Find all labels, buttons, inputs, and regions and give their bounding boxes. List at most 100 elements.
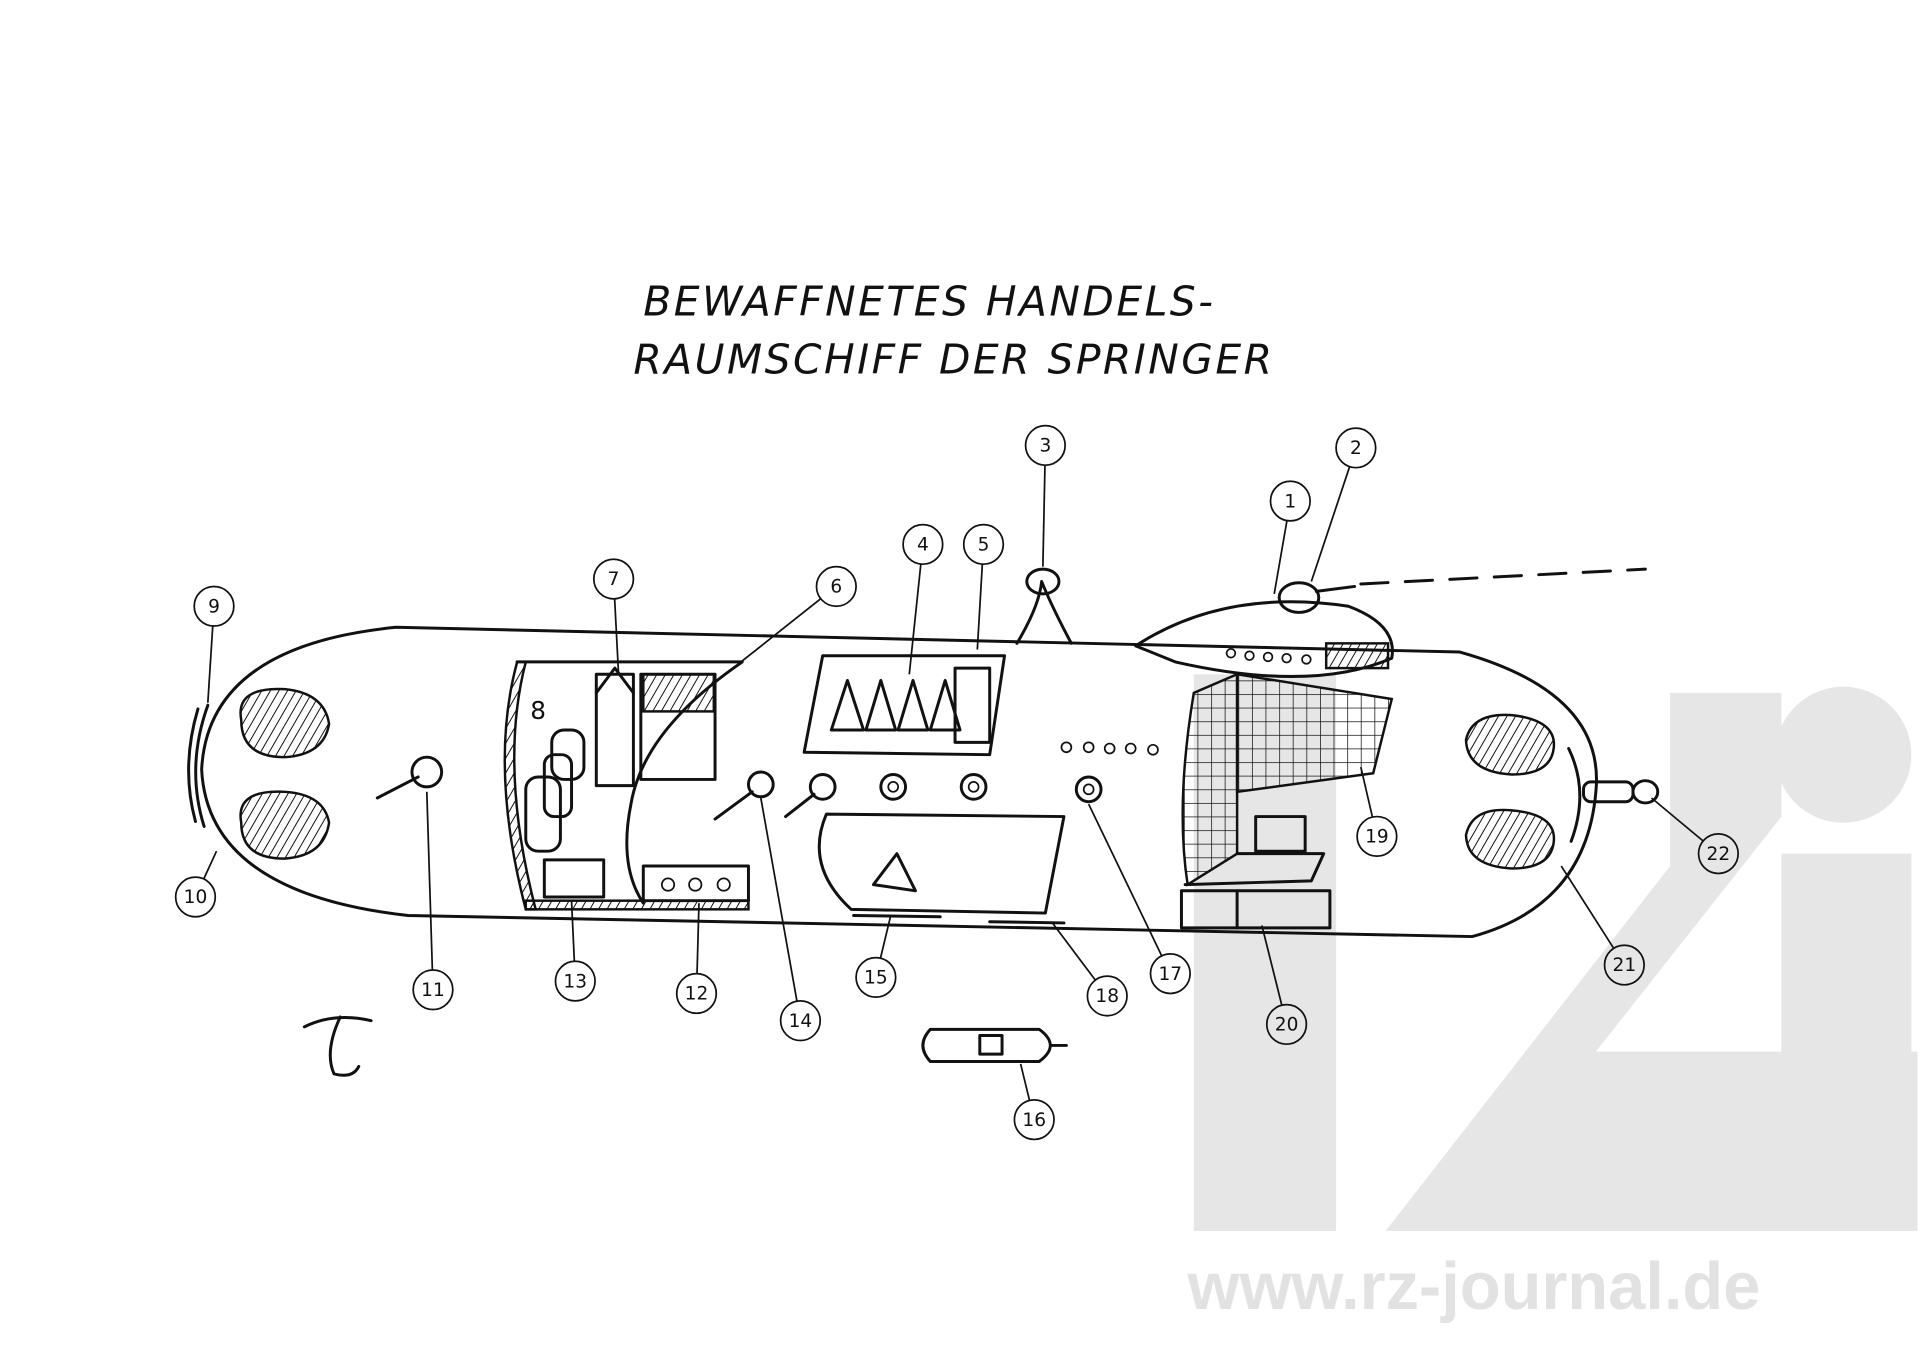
callout-circle (855, 956, 897, 999)
callout-16: 16 (1013, 1063, 1055, 1141)
callout-number: 16 (1022, 1110, 1046, 1131)
side-turrets (375, 755, 1103, 821)
callout-number: 10 (184, 887, 208, 908)
callout-circle (1265, 1003, 1308, 1046)
callout-18: 18 (1050, 921, 1128, 1017)
callout-19: 19 (1356, 766, 1398, 858)
callout-13: 13 (554, 900, 596, 1002)
callout-circle (779, 1000, 822, 1042)
title-line-2: RAUMSCHIFF DER SPRINGER (633, 336, 1274, 384)
callout-number: 3 (1039, 436, 1051, 457)
callout-number: 2 (1350, 438, 1362, 459)
leader-line (1359, 766, 1374, 818)
callout-4: 4 (902, 523, 944, 675)
leader-line (1560, 865, 1615, 949)
leader-line (1310, 466, 1351, 582)
callout-8: 8 (530, 696, 546, 725)
hull-portholes (1060, 741, 1159, 756)
callout-9: 9 (193, 585, 235, 703)
callout-6: 6 (716, 565, 857, 682)
antenna-dome (1015, 567, 1073, 645)
leader-line (202, 850, 218, 880)
callout-circle (1603, 944, 1645, 986)
leader-line (696, 903, 700, 974)
callout-circle (962, 523, 1005, 566)
missile-bay (802, 654, 1007, 757)
callout-number: 21 (1613, 955, 1637, 976)
callout-circle (1269, 480, 1311, 522)
rear-engines (187, 687, 331, 860)
callout-number: 22 (1707, 844, 1731, 865)
callout-circle (1086, 975, 1128, 1017)
callout-circle (675, 972, 718, 1015)
callout-circle (1697, 833, 1740, 875)
handwritten-mark (302, 1015, 373, 1077)
leader-line (879, 915, 892, 959)
leader-line (1050, 921, 1097, 981)
callout-12: 12 (675, 903, 718, 1015)
callout-number: 17 (1159, 964, 1183, 985)
callout-15: 15 (855, 915, 897, 999)
dome-portholes (1225, 642, 1390, 670)
leader-line (425, 791, 434, 970)
callout-number: 14 (789, 1011, 813, 1032)
callout-circle (1013, 1098, 1055, 1141)
callout-number: 15 (864, 968, 888, 989)
dorsal-dome (1134, 600, 1394, 678)
callout-circle (412, 969, 454, 1011)
callout-number: 9 (208, 596, 220, 617)
callout-circle (592, 558, 635, 600)
callout-circle (1356, 815, 1398, 858)
shuttle (921, 1027, 1068, 1063)
callout-number: 18 (1095, 986, 1119, 1007)
hull-outline (200, 625, 1598, 939)
leader-line (1019, 1063, 1031, 1101)
callout-number: 6 (830, 577, 842, 598)
callout-number: 19 (1365, 827, 1389, 848)
callout-number: 4 (917, 535, 929, 556)
leader-line (613, 598, 620, 675)
callout-5: 5 (962, 523, 1005, 650)
callout-14: 14 (759, 797, 822, 1042)
leader-line (1650, 797, 1704, 842)
leader-line (1042, 465, 1046, 567)
leader-line (1087, 803, 1163, 957)
callout-2: 2 (1310, 427, 1377, 582)
callout-number: 13 (563, 971, 587, 992)
callout-21: 21 (1560, 865, 1645, 986)
leader-line (908, 563, 922, 675)
front-engines (1464, 713, 1660, 870)
callout-7: 7 (592, 558, 635, 675)
leader-line (976, 564, 984, 650)
leader-line (1261, 925, 1283, 1006)
callout-number: 1 (1284, 491, 1296, 512)
leader-line (759, 797, 798, 1002)
leader-line (206, 625, 214, 703)
callout-circle (1149, 953, 1191, 995)
callout-number: 8 (530, 696, 546, 725)
callout-circle (902, 523, 944, 566)
gun-turret (1277, 567, 1647, 614)
callout-number: 20 (1275, 1015, 1299, 1036)
callout-3: 3 (1024, 424, 1067, 567)
callout-number: 12 (685, 984, 709, 1005)
engine-room (503, 660, 750, 911)
bridge-grid (1179, 672, 1394, 930)
callout-20: 20 (1261, 925, 1308, 1046)
callout-17: 17 (1087, 803, 1191, 995)
watermark-url: www.rz-journal.de (1187, 1250, 1761, 1324)
callout-22: 22 (1650, 797, 1740, 875)
title-line-1: BEWAFFNETES HANDELS- (643, 278, 1215, 326)
hangar-bay (817, 812, 1066, 925)
callout-1: 1 (1269, 480, 1311, 595)
leader-line (716, 598, 822, 682)
callout-circle (815, 565, 857, 608)
leader-line (1273, 520, 1288, 595)
callout-number: 7 (608, 569, 620, 590)
callout-circle (193, 585, 235, 627)
callout-11: 11 (412, 791, 454, 1011)
callout-circle (554, 960, 596, 1002)
